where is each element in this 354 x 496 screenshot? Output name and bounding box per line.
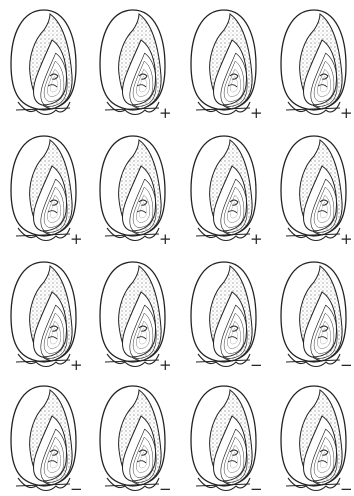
embryo-drawing-r4-c1: − [11, 386, 83, 496]
sign-label: + [159, 230, 172, 248]
embryo-drawing-r4-c3: − [191, 386, 263, 496]
embryo-drawing-r2-c4: + [281, 136, 353, 248]
embryo-drawing-r2-c1: + [11, 136, 83, 248]
sign-label: + [340, 230, 353, 248]
embryo-drawing-r3-c4: − [281, 262, 353, 374]
sign-label: − [70, 480, 83, 496]
embryo-drawing-r2-c3: + [191, 136, 263, 248]
sign-label: − [159, 480, 172, 496]
embryo-drawing-r3-c3: − [191, 262, 263, 374]
sign-label: − [250, 356, 263, 374]
sign-label: + [70, 356, 83, 374]
sign-label: + [70, 230, 83, 248]
embryo-drawing-r1-c4: + [281, 10, 353, 122]
sign-label: − [340, 356, 353, 374]
sign-label: + [159, 356, 172, 374]
embryo-drawing-r2-c2: + [100, 136, 172, 248]
embryo-drawing-r3-c2: + [100, 262, 172, 374]
embryo-drawing-r1-c3: + [191, 10, 263, 122]
embryo-drawing-r4-c2: − [100, 386, 172, 496]
embryo-drawing-r3-c1: + [11, 262, 83, 374]
sign-label: + [250, 230, 263, 248]
embryo-drawing-r4-c4: − [281, 386, 353, 496]
embryo-drawing-r1-c1 [11, 10, 76, 115]
sign-label: + [159, 104, 172, 122]
sign-label: − [250, 480, 263, 496]
embryo-drawing-r1-c2: + [100, 10, 172, 122]
sign-label: − [340, 480, 353, 496]
sign-label: + [340, 104, 353, 122]
sign-label: + [250, 104, 263, 122]
